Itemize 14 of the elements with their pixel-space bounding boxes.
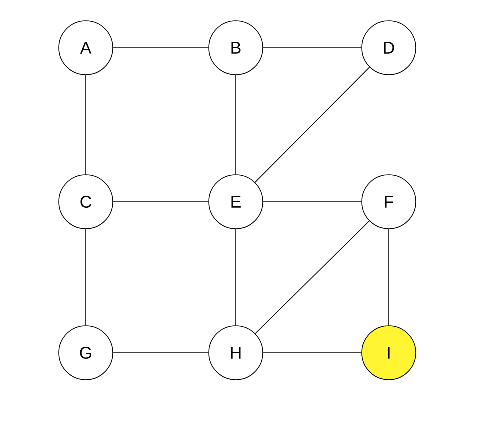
edge-line bbox=[255, 220, 370, 334]
edge-line bbox=[113, 352, 209, 354]
circle-node: F bbox=[362, 174, 416, 230]
edge-line bbox=[254, 67, 370, 183]
circle-node: G bbox=[58, 326, 114, 380]
edge-line bbox=[388, 228, 390, 326]
circle-node: E bbox=[208, 174, 264, 230]
circle-node: A bbox=[58, 20, 114, 76]
edge-line bbox=[263, 352, 362, 354]
circle-node: H bbox=[208, 326, 264, 380]
circle-node: D bbox=[362, 20, 416, 76]
circle-node: I bbox=[362, 326, 416, 380]
circle-node: B bbox=[208, 20, 264, 76]
circle-node: C bbox=[58, 174, 114, 230]
